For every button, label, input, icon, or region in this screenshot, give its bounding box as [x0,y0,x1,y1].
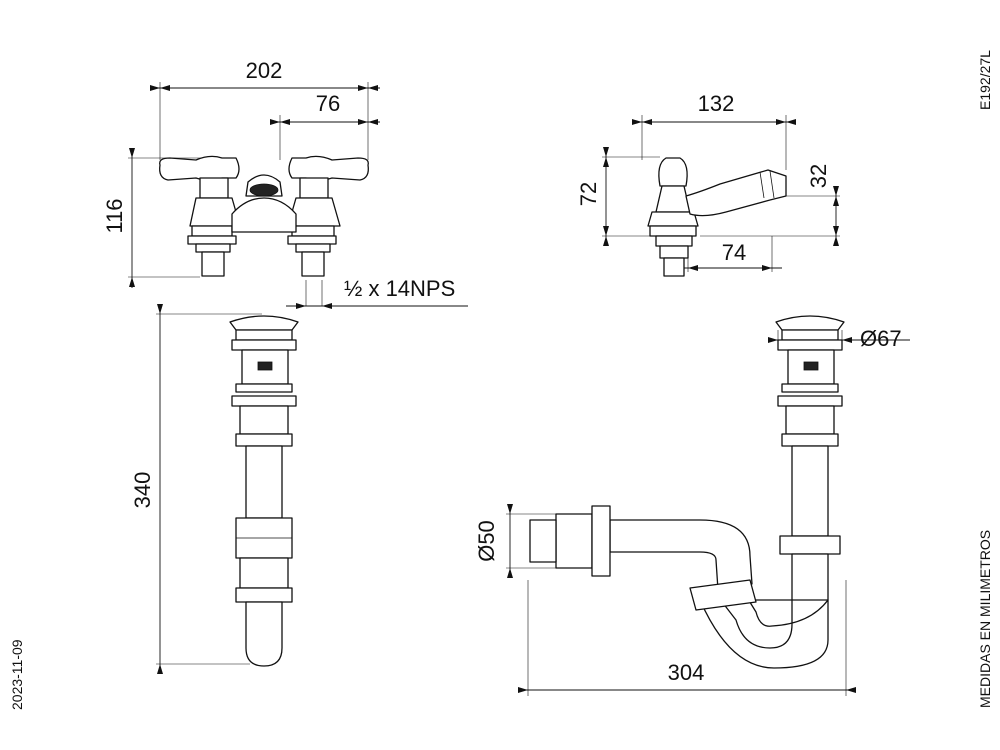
dim-side-height: 72 [576,182,601,206]
left-handle [159,155,240,181]
dim-spout-reach: 74 [722,240,746,265]
dim-outlet-diameter: Ø50 [474,520,499,562]
dim-cap-diameter: Ø67 [860,326,902,351]
faucet-front-view: 202 76 116 ½ x 14NPS [102,58,468,309]
drain-trap-view: Ø67 Ø50 304 [474,315,910,696]
faucet-side-view: 132 72 32 74 [576,91,840,277]
right-handle [288,155,369,181]
dim-spout-height: 32 [806,164,831,188]
dim-depth: 132 [698,91,735,116]
dim-thread: ½ x 14NPS [344,276,455,301]
drawing-code: E192/27L [977,50,993,110]
dim-overall-width: 202 [246,58,283,83]
units-note: MEDIDAS EN MILIMETROS [977,530,993,708]
dim-height: 116 [102,198,127,233]
dim-drain-length: 340 [130,472,155,509]
dim-center-spacing: 76 [316,91,340,116]
drawing-date: 2023-11-09 [9,639,25,710]
drain-front-view: 340 [130,304,299,674]
dim-trap-width: 304 [668,660,705,685]
